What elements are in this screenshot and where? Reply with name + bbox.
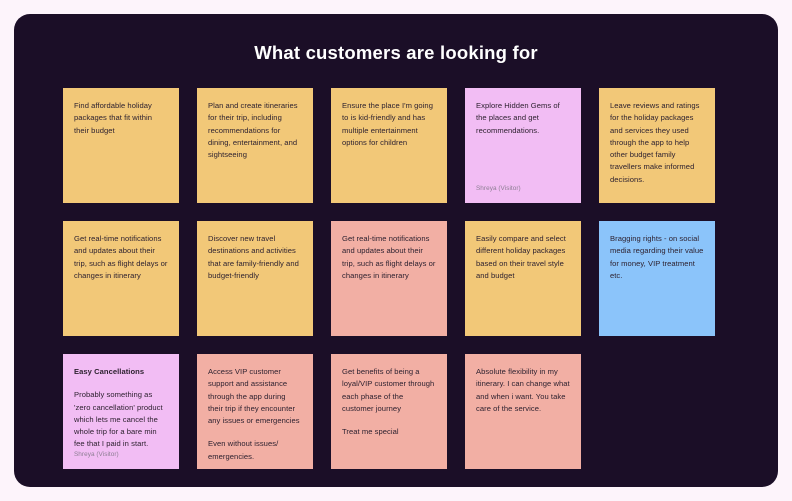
sticky-note[interactable]: Get real-time notifications and updates … xyxy=(63,221,179,336)
sticky-note[interactable]: Access VIP customer support and assistan… xyxy=(197,354,313,469)
sticky-note-row: Find affordable holiday packages that fi… xyxy=(63,88,731,203)
sticky-note-text: Get real-time notifications and updates … xyxy=(342,234,436,280)
sticky-note-text: Discover new travel destinations and act… xyxy=(208,234,299,280)
sticky-note-grid: Find affordable holiday packages that fi… xyxy=(63,88,731,469)
sticky-note-attribution: Shreya (Visitor) xyxy=(476,185,521,193)
sticky-note[interactable]: Absolute flexibility in my itinerary. I … xyxy=(465,354,581,469)
sticky-note-text: Plan and create itineraries for their tr… xyxy=(208,101,298,160)
sticky-note[interactable]: Get benefits of being a loyal/VIP custom… xyxy=(331,354,447,469)
page-title: What customers are looking for xyxy=(254,42,538,63)
sticky-note[interactable]: Easily compare and select different holi… xyxy=(465,221,581,336)
sticky-note-text: Get real-time notifications and updates … xyxy=(74,234,168,280)
sticky-note-heading: Easy Cancellations xyxy=(74,367,145,376)
sticky-note-text: Get benefits of being a loyal/VIP custom… xyxy=(342,367,435,413)
sticky-note-text: Access VIP customer support and assistan… xyxy=(208,367,300,426)
sticky-note-text: Leave reviews and ratings for the holida… xyxy=(610,101,700,184)
sticky-note[interactable]: Bragging rights - on social media regard… xyxy=(599,221,715,336)
sticky-note[interactable]: Explore Hidden Gems of the places and ge… xyxy=(465,88,581,203)
sticky-note[interactable]: Discover new travel destinations and act… xyxy=(197,221,313,336)
sticky-note-text: Absolute flexibility in my itinerary. I … xyxy=(476,367,570,413)
sticky-note-attribution: Shreya (Visitor) xyxy=(74,451,119,459)
sticky-note-text: Probably something as 'zero cancellation… xyxy=(74,390,163,449)
sticky-note-text: Ensure the place I'm going to is kid-fri… xyxy=(342,101,433,147)
sticky-note[interactable]: Ensure the place I'm going to is kid-fri… xyxy=(331,88,447,203)
sticky-note[interactable]: Leave reviews and ratings for the holida… xyxy=(599,88,715,203)
sticky-note-text: Even without issues/ emergencies. xyxy=(208,439,279,461)
sticky-note-text: Find affordable holiday packages that fi… xyxy=(74,101,153,135)
sticky-note-text: Treat me special xyxy=(342,427,399,437)
sticky-note-board: What customers are looking for Find affo… xyxy=(14,14,778,487)
sticky-note-text: Bragging rights - on social media regard… xyxy=(610,234,704,280)
sticky-note[interactable]: Find affordable holiday packages that fi… xyxy=(63,88,179,203)
sticky-note[interactable]: Get real-time notifications and updates … xyxy=(331,221,447,336)
sticky-note-text: Explore Hidden Gems of the places and ge… xyxy=(476,101,560,135)
sticky-note-text: Easily compare and select different holi… xyxy=(476,234,566,280)
sticky-note-row: Get real-time notifications and updates … xyxy=(63,221,731,336)
sticky-note[interactable]: Plan and create itineraries for their tr… xyxy=(197,88,313,203)
